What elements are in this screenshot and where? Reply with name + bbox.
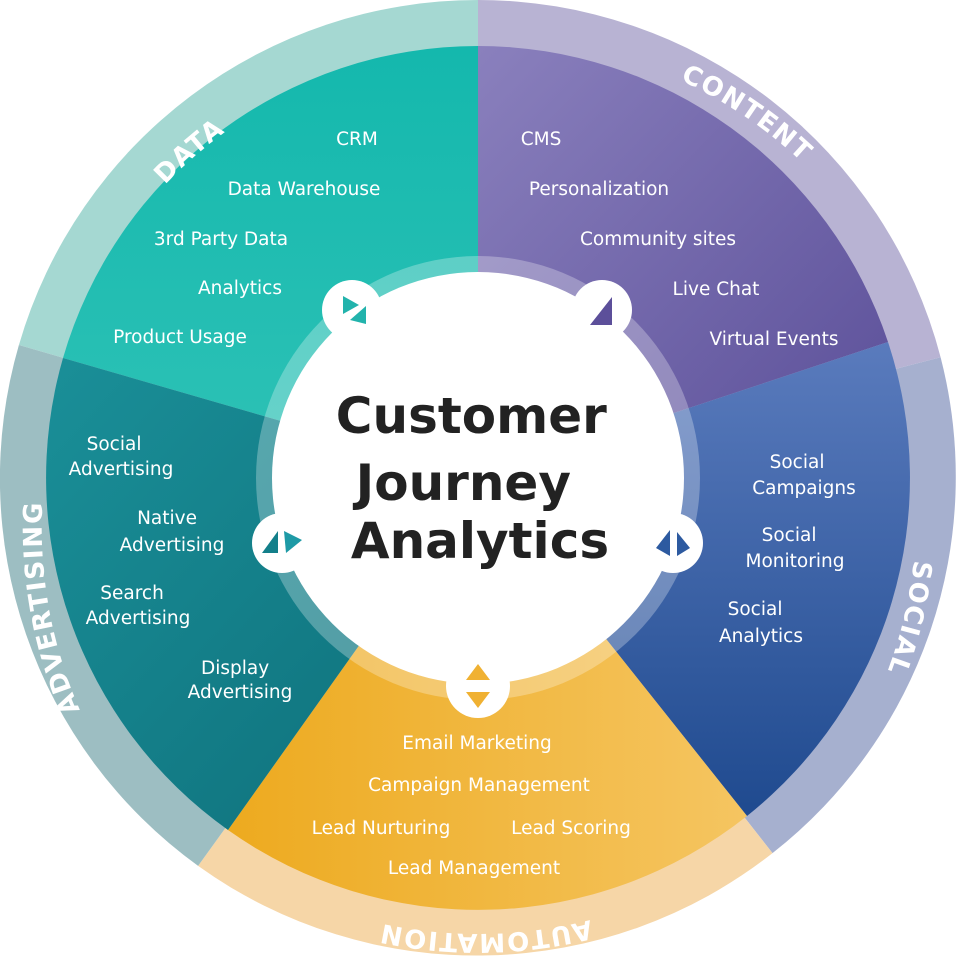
- arrow-left-icon: [350, 306, 366, 324]
- content-item-virtual-events: Virtual Events: [710, 329, 839, 350]
- automation-item-lead-management: Lead Management: [388, 858, 560, 879]
- data-item-crm: CRM: [336, 129, 378, 150]
- data-item-3rd-party-data: 3rd Party Data: [154, 229, 288, 250]
- data-item-product-usage: Product Usage: [113, 327, 247, 348]
- connector-advertising: [252, 513, 312, 573]
- center-title-line-3: Analytics: [351, 512, 609, 570]
- arrow-right-icon: [677, 532, 690, 556]
- arrow-left-icon: [262, 531, 278, 553]
- automation-item-email-marketing: Email Marketing: [402, 733, 551, 754]
- advertising-item-social-advertising: Social Advertising: [69, 434, 174, 480]
- social-item-social-analytics: Social Analytics: [719, 599, 803, 647]
- social-item-social-monitoring: Social Monitoring: [746, 525, 845, 572]
- arrow-left-icon: [656, 530, 670, 556]
- advertising-item-display-advertising: Display Advertising: [188, 658, 293, 703]
- advertising-item-native-advertising: Native Advertising: [120, 508, 225, 556]
- connector-content: [572, 280, 632, 340]
- data-item-analytics: Analytics: [198, 278, 282, 299]
- arrow-right-icon: [343, 296, 359, 314]
- connector-data: [322, 280, 382, 340]
- advertising-item-search-advertising: Search Advertising: [86, 583, 191, 629]
- center-title-line-2: Journey: [353, 454, 571, 512]
- content-item-community-sites: Community sites: [580, 229, 736, 250]
- automation-item-lead-nurturing: Lead Nurturing: [312, 818, 451, 839]
- content-item-personalization: Personalization: [529, 179, 669, 200]
- arrow-right-icon: [284, 531, 302, 553]
- automation-item-lead-scoring: Lead Scoring: [511, 818, 631, 839]
- arrow-up-icon: [466, 664, 490, 680]
- center-title-line-1: Customer: [336, 387, 607, 445]
- center-circle: [272, 272, 684, 684]
- automation-item-campaign-management: Campaign Management: [368, 775, 590, 796]
- arrow-down-icon: [466, 692, 490, 708]
- arrow-down-left-icon: [590, 297, 612, 325]
- content-item-cms: CMS: [521, 129, 562, 150]
- data-item-data-warehouse: Data Warehouse: [228, 179, 381, 200]
- connector-automation: [446, 654, 510, 718]
- content-item-live-chat: Live Chat: [673, 279, 760, 300]
- social-item-social-campaigns: Social Campaigns: [752, 452, 856, 499]
- center-title: Customer Journey Analytics: [336, 387, 624, 570]
- connector-social: [643, 513, 703, 573]
